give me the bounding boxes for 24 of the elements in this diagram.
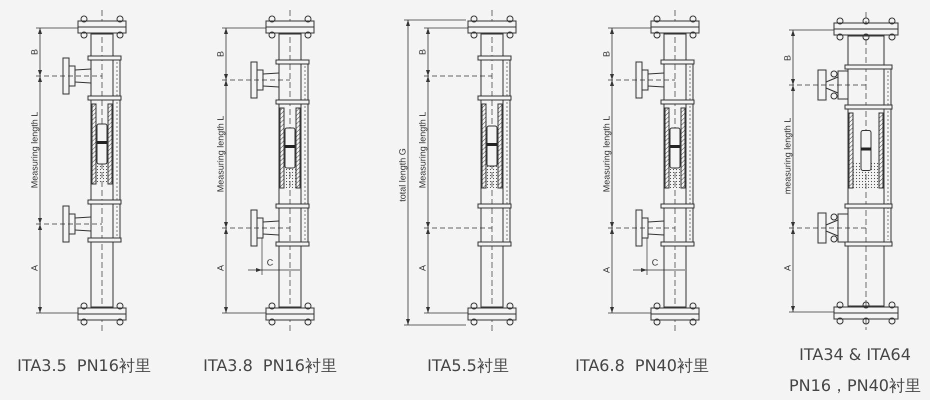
dimension-label: Measuring length L	[216, 114, 226, 194]
model-caption: ITA34 & ITA64	[799, 347, 911, 363]
model-caption: ITA3.8 PN16衬里	[203, 358, 337, 374]
dimension-label: measuring length L	[784, 116, 792, 196]
dimension-label: A	[30, 264, 40, 272]
dimension-label: A	[216, 264, 226, 272]
dimension-label: C	[266, 258, 274, 268]
model-caption: ITA5.5衬里	[427, 358, 509, 374]
dimension-label: A	[602, 266, 612, 274]
dimension-label: A	[784, 264, 792, 272]
dimension-label: B	[784, 54, 792, 62]
dimension-label: Measuring length L	[30, 110, 40, 190]
dimension-label: B	[602, 50, 612, 58]
model-caption: PN16，PN40衬里	[789, 378, 921, 394]
dimension-label: C	[650, 258, 660, 268]
dimension-label: total length G	[398, 147, 408, 203]
model-caption: ITA3.5 PN16衬里	[17, 358, 151, 374]
dimension-label: B	[30, 48, 40, 56]
dimension-label: A	[418, 264, 428, 272]
dimension-label: Measuring length L	[418, 110, 428, 190]
dimension-label: B	[216, 50, 226, 58]
dimension-label: Measuring length L	[602, 114, 612, 194]
model-caption: ITA6.8 PN40衬里	[575, 358, 709, 374]
dimension-label: B	[418, 48, 428, 56]
